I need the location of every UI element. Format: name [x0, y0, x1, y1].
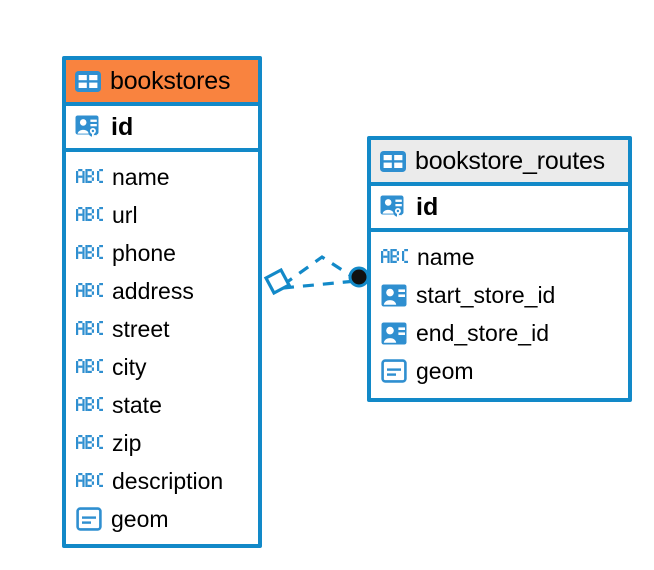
table-icon [75, 70, 101, 92]
table-icon [380, 150, 406, 172]
entity-header-bookstores[interactable]: bookstores [66, 60, 258, 106]
foreign-key-icon [381, 321, 407, 346]
foreign-key-icon [381, 283, 407, 308]
entity-table-bookstore-routes[interactable]: bookstore_routes id [367, 136, 632, 402]
abc-icon [76, 435, 103, 451]
abc-icon [76, 207, 103, 223]
column-row[interactable]: state [66, 386, 258, 424]
abc-icon [381, 249, 408, 265]
column-row[interactable]: description [66, 462, 258, 500]
abc-icon [76, 283, 103, 299]
column-row[interactable]: url [66, 196, 258, 234]
column-label: state [112, 391, 162, 418]
column-label: description [112, 467, 224, 494]
column-list: name start_store_id [371, 232, 628, 398]
geometry-icon [381, 359, 407, 383]
column-label: name [112, 163, 170, 190]
column-label: end_store_id [416, 319, 549, 346]
column-label: address [112, 277, 194, 304]
column-label: phone [112, 239, 176, 266]
column-row[interactable]: city [66, 348, 258, 386]
relationship-branch-lower [282, 279, 357, 290]
column-row[interactable]: start_store_id [371, 276, 628, 314]
column-label: zip [112, 429, 142, 456]
primary-key-label: id [416, 192, 439, 221]
column-list: name [66, 152, 258, 546]
abc-icon [76, 169, 103, 185]
column-row[interactable]: street [66, 310, 258, 348]
column-row[interactable]: address [66, 272, 258, 310]
geometry-icon [76, 507, 102, 531]
entity-title: bookstore_routes [415, 146, 605, 175]
abc-icon [76, 397, 103, 413]
column-row[interactable]: phone [66, 234, 258, 272]
relationship-branch-upper [282, 255, 357, 287]
entity-header-bookstore-routes[interactable]: bookstore_routes [371, 140, 628, 186]
column-row[interactable]: name [66, 158, 258, 196]
column-row[interactable]: end_store_id [371, 314, 628, 352]
primary-key-label: id [111, 112, 134, 141]
diamond-endpoint-icon [263, 267, 292, 296]
column-label: name [417, 243, 475, 270]
primary-key-icon [380, 193, 408, 221]
filled-circle-endpoint-icon [348, 266, 370, 288]
column-label: geom [111, 505, 169, 532]
column-label: street [112, 315, 170, 342]
abc-icon [76, 473, 103, 489]
abc-icon [76, 359, 103, 375]
entity-table-bookstores[interactable]: bookstores id [62, 56, 262, 548]
abc-icon [76, 321, 103, 337]
primary-key-row[interactable]: id [66, 106, 258, 152]
column-row[interactable]: zip [66, 424, 258, 462]
abc-icon [76, 245, 103, 261]
column-label: geom [416, 357, 474, 384]
column-label: city [112, 353, 147, 380]
entity-title: bookstores [110, 66, 231, 95]
column-row[interactable]: geom [371, 352, 628, 390]
primary-key-icon [75, 113, 103, 141]
primary-key-row[interactable]: id [371, 186, 628, 232]
column-label: start_store_id [416, 281, 556, 308]
column-row[interactable]: name [371, 238, 628, 276]
column-label: url [112, 201, 138, 228]
column-row[interactable]: geom [66, 500, 258, 538]
